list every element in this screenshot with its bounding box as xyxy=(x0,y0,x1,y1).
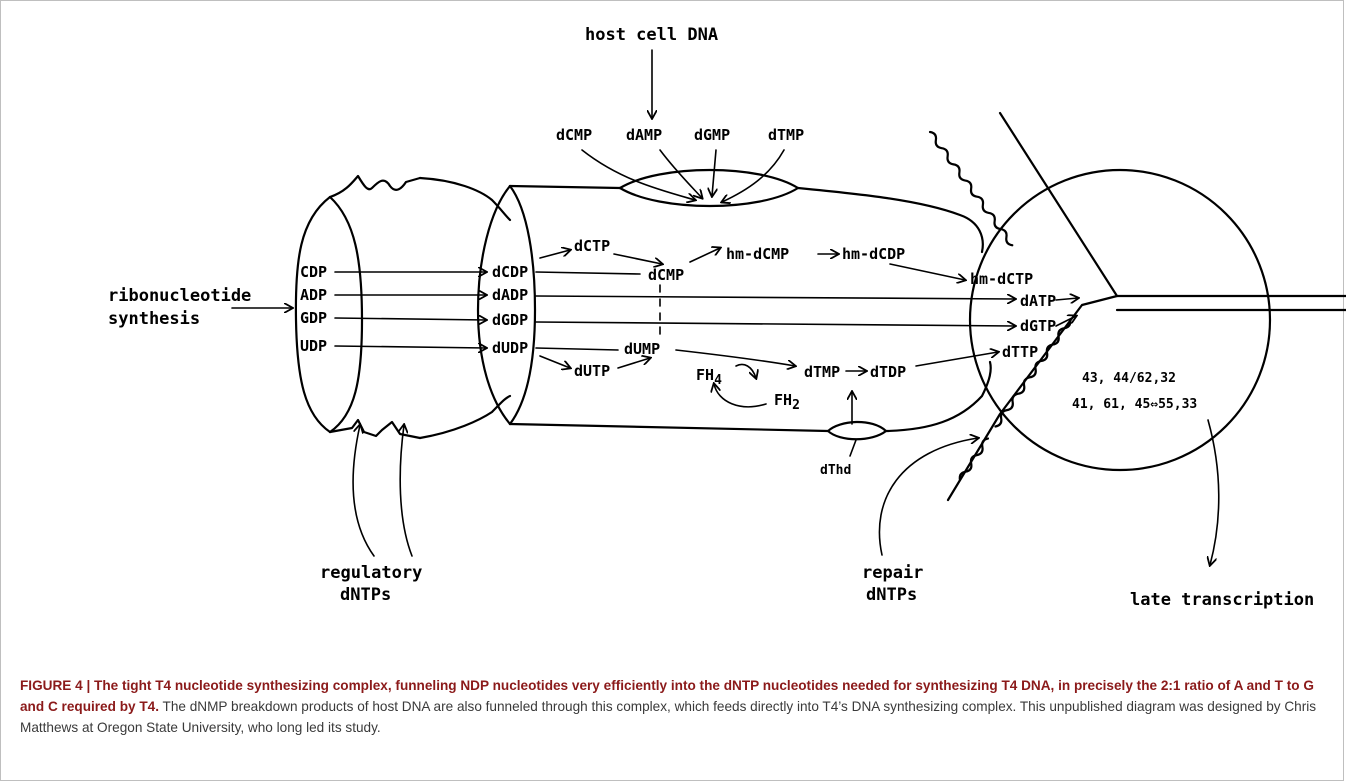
arrow-dtmp-top xyxy=(722,150,784,202)
arrow-dtdp-dttp xyxy=(916,352,998,366)
arrow-dudp-dutp xyxy=(540,356,570,368)
label-host-cell-dna: host cell DNA xyxy=(585,25,718,45)
arrow-fh4-fh2 xyxy=(736,365,756,379)
label-repair: repair xyxy=(862,563,923,583)
label-dcmp-mid: dCMP xyxy=(648,266,684,284)
label-dtdp: dTDP xyxy=(870,363,906,381)
fork-top-strand xyxy=(1000,113,1346,296)
label-udp: UDP xyxy=(300,337,327,355)
arrow-dcmp-top xyxy=(582,150,695,200)
line-dcdp-dcmp xyxy=(536,272,640,274)
label-synthesis: synthesis xyxy=(108,309,200,329)
label-dcdp: dCDP xyxy=(492,263,528,281)
label-dntps-left: dNTPs xyxy=(340,585,391,605)
arrow-dadp-datp xyxy=(536,296,1015,299)
left-neck-top xyxy=(420,178,510,220)
arrow-dctp-dcmp xyxy=(614,254,662,264)
label-dump: dUMP xyxy=(624,340,660,358)
label-gdp: GDP xyxy=(300,309,327,327)
main-tube xyxy=(478,170,991,439)
label-dtmp-mid: dTMP xyxy=(804,363,840,381)
arrow-regulatory-2 xyxy=(400,425,412,556)
arrow-hmdcdp-hmdctp xyxy=(890,264,965,280)
replication-fork xyxy=(928,113,1346,500)
label-dgtp: dGTP xyxy=(1020,317,1056,335)
arrow-dcmp-hmdcmp xyxy=(690,248,720,262)
arrow-gdp-dgdp xyxy=(335,318,486,320)
left-cylinder-bottom-edge xyxy=(330,420,420,438)
label-fh2: FH2 xyxy=(774,391,800,413)
label-fh4: FH4 xyxy=(696,366,722,388)
label-ribonucleotide: ribonucleotide xyxy=(108,286,251,306)
label-dadp: dADP xyxy=(492,286,528,304)
arrow-repair xyxy=(879,438,978,555)
label-hm-dcdp: hm-dCDP xyxy=(842,245,905,263)
arrow-dump-dtmp xyxy=(676,350,795,366)
arrow-dgmp-top xyxy=(712,150,716,196)
tube-top-left xyxy=(510,186,620,188)
label-genes-1: 43, 44/62,32 xyxy=(1082,371,1176,386)
tube-back-arc xyxy=(510,186,535,424)
arrow-to-dctp xyxy=(540,250,570,258)
label-late-transcription: late transcription xyxy=(1130,590,1314,610)
line-dthd xyxy=(850,440,856,456)
left-cylinder-top-edge xyxy=(330,176,420,197)
label-dntps-right: dNTPs xyxy=(866,585,917,605)
label-cdp: CDP xyxy=(300,263,327,281)
label-damp-top: dAMP xyxy=(626,126,662,144)
arrow-dutp-dump xyxy=(618,358,650,368)
label-dthd: dThd xyxy=(820,463,851,478)
label-hm-dctp: hm-dCTP xyxy=(970,270,1033,288)
label-dcmp-top: dCMP xyxy=(556,126,592,144)
label-dgmp-top: dGMP xyxy=(694,126,730,144)
label-dudp: dUDP xyxy=(492,339,528,357)
host-bulge-bottom xyxy=(620,188,798,206)
label-genes-2: 41, 61, 45⇔55,33 xyxy=(1072,397,1197,412)
tube-front-arc xyxy=(478,186,510,424)
label-dtmp-top: dTMP xyxy=(768,126,804,144)
fork-circle xyxy=(970,170,1270,470)
label-regulatory: regulatory xyxy=(320,563,422,583)
dthd-bulge xyxy=(828,422,886,439)
arrow-datp-fork xyxy=(1056,298,1078,300)
t4-complex-diagram: host cell DNA dCMP dAMP dGMP dTMP ribonu… xyxy=(0,0,1346,670)
figure-caption: FIGURE 4 | The tight T4 nucleotide synth… xyxy=(20,675,1320,738)
label-datp: dATP xyxy=(1020,292,1056,310)
arrow-late-transcription xyxy=(1208,420,1219,565)
label-dutp: dUTP xyxy=(574,362,610,380)
label-dttp: dTTP xyxy=(1002,343,1038,361)
caption-text: The dNMP breakdown products of host DNA … xyxy=(20,699,1316,735)
arrow-udp-dudp xyxy=(335,346,486,348)
tube-bottom-left xyxy=(510,424,828,431)
tube-top-right xyxy=(798,188,983,252)
label-dctp: dCTP xyxy=(574,237,610,255)
arrow-regulatory-1 xyxy=(353,425,374,556)
arrow-dgdp-dgtp xyxy=(536,322,1015,326)
wavy-parental-strand xyxy=(928,131,1014,247)
label-dgdp: dGDP xyxy=(492,311,528,329)
line-dudp-dump xyxy=(536,348,618,350)
label-adp: ADP xyxy=(300,286,327,304)
left-cylinder-back-arc xyxy=(330,197,362,432)
label-hm-dcmp: hm-dCMP xyxy=(726,245,789,263)
